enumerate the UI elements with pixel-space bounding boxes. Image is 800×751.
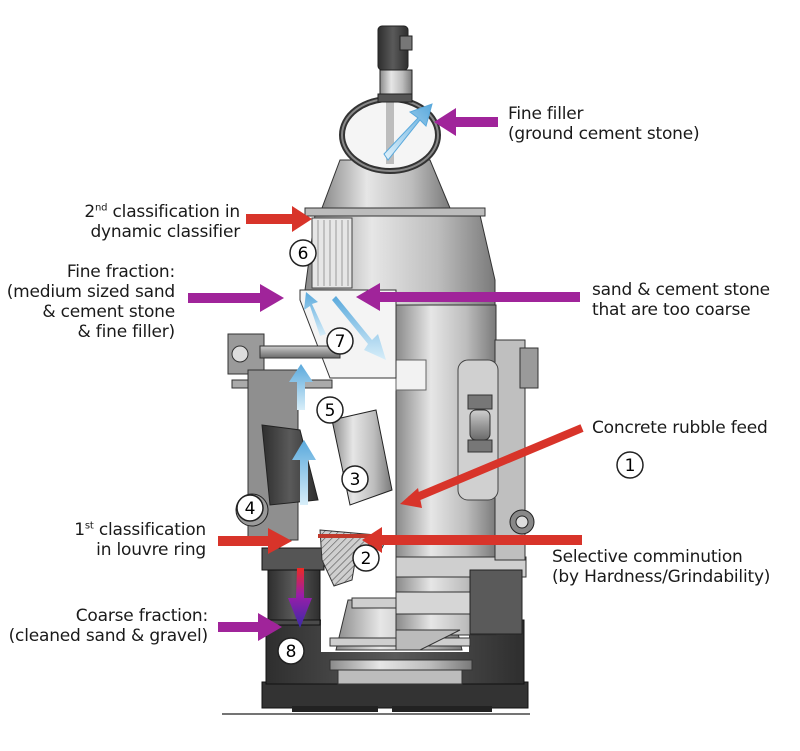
arrow-selective-comminution	[362, 527, 582, 553]
arrow-too-coarse	[356, 283, 580, 311]
label-selective-comminution: Selective comminution (by Hardness/Grind…	[552, 547, 771, 587]
coarse-fraction-arrow	[288, 568, 312, 628]
arrow-second-classification	[246, 206, 312, 232]
product-arrows	[188, 108, 580, 641]
airflow-arrow-reject	[332, 296, 386, 360]
arrow-first-classification	[218, 528, 292, 554]
svg-text:4: 4	[245, 499, 256, 519]
marker-5: 5	[316, 396, 344, 424]
marker-7: 7	[326, 327, 354, 355]
label-second-classification: 2nd classification in dynamic classifier	[84, 202, 240, 242]
feed-arrows	[218, 206, 584, 554]
airflow-arrow-lower	[292, 440, 316, 505]
marker-6: 6	[289, 239, 317, 267]
label-fine-filler: Fine filler (ground cement stone)	[508, 104, 700, 144]
svg-text:7: 7	[335, 332, 346, 352]
svg-text:6: 6	[298, 244, 309, 264]
label-too-coarse: sand & cement stone that are too coarse	[592, 280, 770, 320]
arrow-fine-fraction	[188, 284, 284, 312]
svg-text:5: 5	[325, 401, 336, 421]
svg-text:8: 8	[286, 642, 297, 662]
arrow-fine-filler	[434, 108, 498, 136]
svg-text:3: 3	[350, 470, 361, 490]
motor	[377, 25, 413, 103]
outlet-cone	[321, 96, 451, 209]
svg-text:1: 1	[625, 456, 636, 476]
label-rubble-feed: Concrete rubble feed	[592, 418, 768, 438]
label-coarse-fraction: Coarse fraction: (cleaned sand & gravel)	[8, 606, 209, 646]
marker-4: 4	[236, 494, 264, 522]
svg-text:2: 2	[361, 549, 372, 569]
arrow-coarse-fraction	[218, 613, 282, 641]
marker-1: 1	[616, 451, 644, 479]
airflow-arrow-fine	[304, 292, 326, 336]
main-column	[395, 304, 539, 651]
marker-3: 3	[341, 465, 369, 493]
marker-8: 8	[277, 637, 305, 665]
arrow-rubble-feed	[400, 424, 584, 508]
label-fine-fraction: Fine fraction: (medium sized sand & ceme…	[6, 262, 176, 342]
airflow-arrow-outlet	[383, 103, 433, 161]
label-first-classification: 1st classification in louvre ring	[74, 520, 206, 560]
marker-2: 2	[352, 544, 380, 572]
step-markers: 1 2 3 4 5 6 7 8	[236, 239, 644, 665]
airflow-arrows	[289, 103, 433, 505]
airflow-arrow-middle	[289, 364, 313, 410]
